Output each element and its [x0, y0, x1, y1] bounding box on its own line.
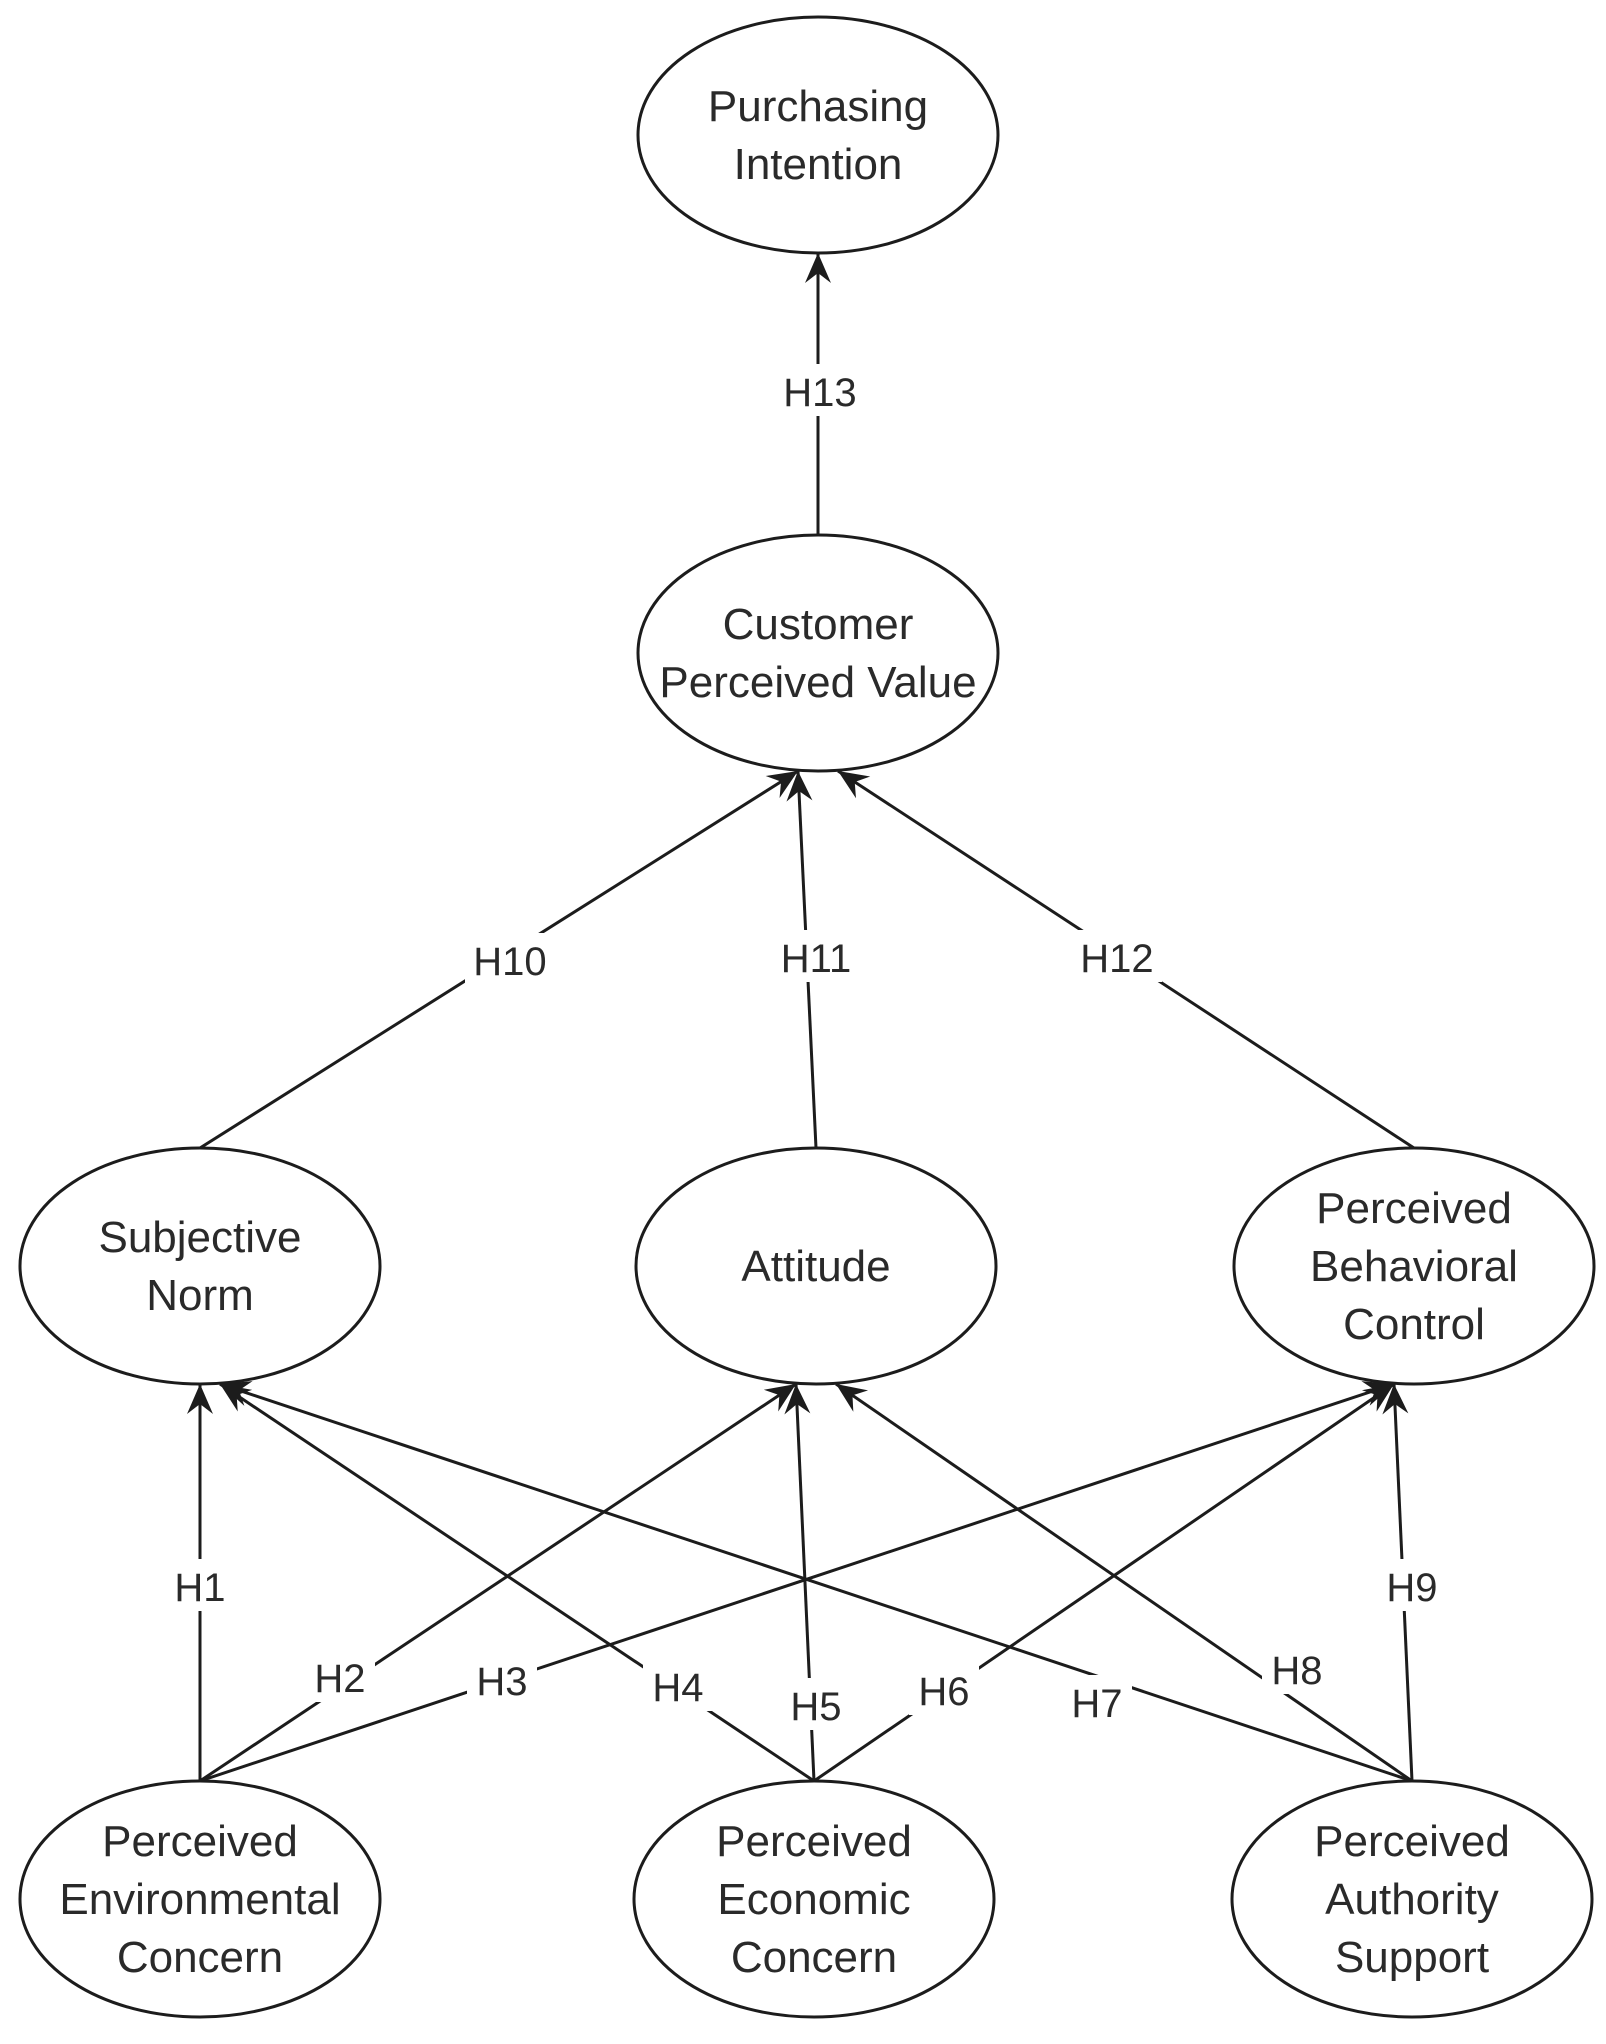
- edge-label-group-h11: H11: [771, 930, 861, 982]
- node-label-line: Authority: [1325, 1875, 1499, 1924]
- edge-label-h5: H5: [790, 1685, 841, 1729]
- node-attitude: Attitude: [634, 1146, 998, 1386]
- arrowhead-h11: [786, 771, 813, 802]
- node-label-line: Purchasing: [708, 82, 928, 131]
- edge-label-background: [1262, 1642, 1332, 1694]
- arrowhead-h6: [1361, 1384, 1394, 1412]
- arrowhead-h8: [836, 1384, 869, 1412]
- edge-h8: [835, 1382, 1413, 1783]
- node-label-line: Customer: [723, 600, 914, 649]
- edge-label-h10: H10: [473, 940, 546, 984]
- node-ellipse-subjective-norm: [18, 1146, 382, 1386]
- arrowhead-h9: [1382, 1384, 1409, 1415]
- node-ellipse-attitude: [634, 1146, 998, 1386]
- edge-label-h3: H3: [476, 1660, 527, 1704]
- edge-label-group-h4: H4: [643, 1659, 713, 1711]
- edge-label-h2: H2: [314, 1657, 365, 1701]
- arrowhead-h1: [187, 1384, 213, 1414]
- node-label-line: Concern: [117, 1933, 283, 1982]
- edge-label-h4: H4: [652, 1666, 703, 1710]
- node-label-line: Perceived: [1316, 1184, 1512, 1233]
- node-ellipse-perceived-economic-concern: [632, 1779, 996, 2019]
- edge-label-h9: H9: [1386, 1566, 1437, 1610]
- edge-line-h3: [199, 1382, 1395, 1783]
- edge-label-h6: H6: [918, 1670, 969, 1714]
- node-label-line: Subjective: [98, 1213, 301, 1262]
- arrowhead-h7: [220, 1381, 253, 1406]
- edge-label-h13: H13: [783, 371, 856, 415]
- node-label-line: Environmental: [59, 1875, 340, 1924]
- node-label-line: Concern: [731, 1933, 897, 1982]
- edge-line-h4: [219, 1382, 815, 1783]
- edge-label-h12: H12: [1080, 937, 1153, 981]
- node-label-line: Perceived: [102, 1817, 298, 1866]
- node-label-line: Behavioral: [1310, 1242, 1518, 1291]
- edge-label-group-h2: H2: [305, 1650, 375, 1702]
- edge-label-group-h5: H5: [781, 1678, 851, 1730]
- edge-label-group-h3: H3: [467, 1653, 537, 1705]
- node-label-line: Economic: [717, 1875, 910, 1924]
- node-ellipse-purchasing-intention: [636, 15, 1000, 255]
- node-label-line: Control: [1343, 1300, 1485, 1349]
- node-label-line: Support: [1335, 1933, 1489, 1982]
- node-ellipse-perceived-environmental-concern: [18, 1779, 382, 2019]
- arrowhead-h12: [838, 771, 871, 799]
- edge-label-group-h10: H10: [465, 933, 555, 985]
- edge-label-h7: H7: [1071, 1682, 1122, 1726]
- edge-label-h11: H11: [781, 937, 851, 981]
- edge-label-background: [771, 930, 861, 982]
- edge-label-background: [909, 1663, 979, 1715]
- node-ellipse-perceived-behavioral-control: [1232, 1146, 1596, 1386]
- edge-label-background: [643, 1659, 713, 1711]
- edge-label-background: [1072, 930, 1162, 982]
- edge-line-h8: [835, 1382, 1413, 1783]
- edges-layer: [187, 253, 1415, 1783]
- node-label-line: Perceived: [1314, 1817, 1510, 1866]
- edge-label-group-h6: H6: [909, 1663, 979, 1715]
- edge-h7: [219, 1381, 1413, 1783]
- edge-label-group-h7: H7: [1062, 1675, 1132, 1727]
- edge-line-h7: [219, 1382, 1413, 1783]
- node-label-line: Perceived: [716, 1817, 912, 1866]
- edge-label-group-h12: H12: [1072, 930, 1162, 982]
- node-label-line: Perceived Value: [659, 658, 976, 707]
- edge-h2: [199, 1382, 797, 1783]
- node-label-line: Attitude: [741, 1242, 890, 1291]
- edge-label-background: [465, 933, 555, 985]
- edge-label-group-h9: H9: [1377, 1559, 1447, 1611]
- arrowhead-h5: [784, 1384, 811, 1415]
- node-label-line: Intention: [734, 140, 903, 189]
- edge-label-group-h13: H13: [775, 364, 865, 416]
- edge-label-background: [775, 364, 865, 416]
- arrowhead-h10: [765, 771, 798, 798]
- arrowhead-h13: [805, 253, 831, 283]
- edge-label-background: [467, 1653, 537, 1705]
- edge-label-group-h8: H8: [1262, 1642, 1332, 1694]
- edge-label-background: [1377, 1559, 1447, 1611]
- edge-label-group-h1: H1: [165, 1559, 235, 1611]
- edge-label-background: [305, 1650, 375, 1702]
- edge-label-h8: H8: [1271, 1649, 1322, 1693]
- edge-line-h2: [199, 1382, 797, 1783]
- node-ellipse-customer-perceived-value: [636, 533, 1000, 773]
- arrowhead-h2: [763, 1384, 796, 1412]
- node-label-line: Norm: [146, 1271, 254, 1320]
- edge-label-h1: H1: [174, 1566, 225, 1610]
- edge-h4: [219, 1382, 815, 1783]
- edge-label-background: [781, 1678, 851, 1730]
- edge-label-background: [1062, 1675, 1132, 1727]
- node-ellipse-perceived-authority-support: [1230, 1779, 1594, 2019]
- edge-label-background: [165, 1559, 235, 1611]
